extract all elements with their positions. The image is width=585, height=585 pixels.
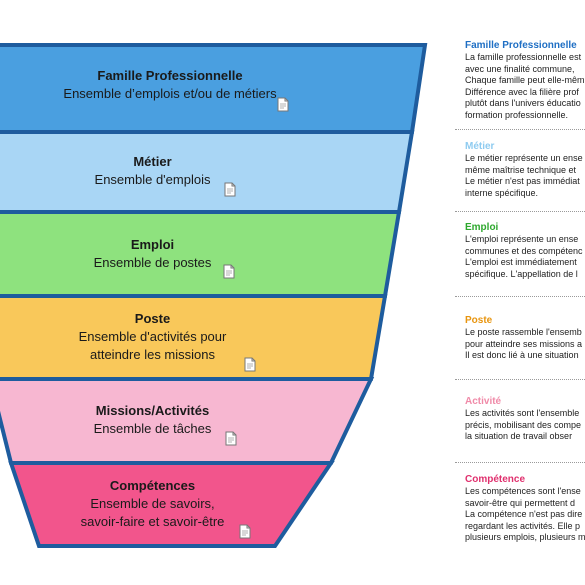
level-subtitle: Ensemble de savoirs, savoir-faire et sav… bbox=[80, 496, 225, 529]
level-title: Famille Professionnelle bbox=[97, 68, 243, 83]
level-title: Compétences bbox=[109, 478, 196, 493]
description-title: Compétence bbox=[465, 474, 526, 485]
level-label-emploi: Emploi Ensemble de postes bbox=[20, 236, 285, 272]
note-icon[interactable] bbox=[222, 264, 236, 279]
separator bbox=[455, 296, 585, 297]
description-emploi: Emploi L'emploi représente un ense commu… bbox=[465, 222, 585, 280]
level-subtitle: Ensemble de tâches bbox=[93, 421, 212, 436]
level-subtitle: Ensemble d'activités pour atteindre les … bbox=[78, 329, 227, 362]
description-body: Les compétences sont l'ense savoir-être … bbox=[465, 486, 585, 542]
description-metier: Métier Le métier représente un ense même… bbox=[465, 141, 585, 199]
level-title: Emploi bbox=[130, 237, 175, 252]
level-subtitle: Ensemble de postes bbox=[93, 255, 212, 270]
funnel-diagram bbox=[0, 43, 428, 548]
description-title: Famille Professionnelle bbox=[465, 40, 577, 51]
description-title: Poste bbox=[465, 315, 493, 326]
description-body: Le métier représente un ense même maîtri… bbox=[465, 153, 583, 198]
description-competence: Compétence Les compétences sont l'ense s… bbox=[465, 474, 585, 544]
separator bbox=[455, 462, 585, 463]
description-famille: Famille Professionnelle La famille profe… bbox=[465, 40, 585, 121]
level-title: Missions/Activités bbox=[95, 403, 210, 418]
note-icon[interactable] bbox=[243, 357, 257, 372]
description-body: Le poste rassemble l'ensemb pour atteind… bbox=[465, 327, 583, 360]
description-activite: Activité Les activités sont l'ensemble p… bbox=[465, 396, 585, 443]
level-label-famille: Famille Professionnelle Ensemble d’emplo… bbox=[20, 67, 320, 103]
note-icon[interactable] bbox=[276, 97, 290, 112]
description-body: Les activités sont l'ensemble précis, mo… bbox=[465, 408, 582, 441]
description-poste: Poste Le poste rassemble l'ensemb pour a… bbox=[465, 315, 585, 362]
level-subtitle: Ensemble d'emplois bbox=[94, 172, 211, 187]
description-body: La famille professionnelle est avec une … bbox=[465, 52, 585, 120]
note-icon[interactable] bbox=[224, 431, 238, 446]
level-title: Poste bbox=[134, 311, 171, 326]
description-title: Activité bbox=[465, 396, 502, 407]
level-label-missions: Missions/Activités Ensemble de tâches bbox=[40, 402, 265, 438]
description-title: Métier bbox=[465, 141, 495, 152]
separator bbox=[455, 129, 585, 130]
level-label-metier: Métier Ensemble d'emplois bbox=[20, 153, 285, 189]
description-body: L'emploi représente un ense communes et … bbox=[465, 234, 583, 279]
separator bbox=[455, 211, 585, 212]
level-subtitle: Ensemble d’emplois et/ou de métiers bbox=[63, 86, 277, 101]
level-title: Métier bbox=[133, 154, 172, 169]
note-icon[interactable] bbox=[238, 524, 252, 539]
level-label-competences: Compétences Ensemble de savoirs, savoir-… bbox=[60, 477, 245, 531]
description-title: Emploi bbox=[465, 222, 499, 233]
level-band-competences bbox=[8, 461, 335, 548]
separator bbox=[455, 379, 585, 380]
level-label-poste: Poste Ensemble d'activités pour atteindr… bbox=[35, 310, 270, 364]
note-icon[interactable] bbox=[223, 182, 237, 197]
